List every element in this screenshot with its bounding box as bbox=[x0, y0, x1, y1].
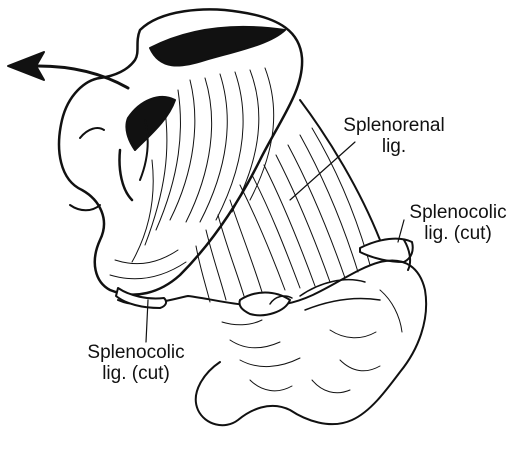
label-line: Splenocolic bbox=[74, 342, 198, 363]
retraction-arrow-icon bbox=[8, 52, 128, 88]
label-line: Splenorenal bbox=[330, 115, 458, 136]
splenorenal-ligament-label: Splenorenal lig. bbox=[330, 115, 458, 157]
splenocolic-ligament-label-right: Splenocolic lig. (cut) bbox=[398, 202, 518, 244]
label-line: lig. (cut) bbox=[74, 363, 198, 384]
label-line: Splenocolic bbox=[398, 202, 518, 223]
label-line: lig. bbox=[330, 136, 458, 157]
splenocolic-ligament-label-left: Splenocolic lig. (cut) bbox=[74, 342, 198, 384]
spleen-body bbox=[59, 9, 302, 294]
splenocolic-stump-left bbox=[116, 288, 166, 308]
label-line: lig. (cut) bbox=[398, 223, 518, 244]
